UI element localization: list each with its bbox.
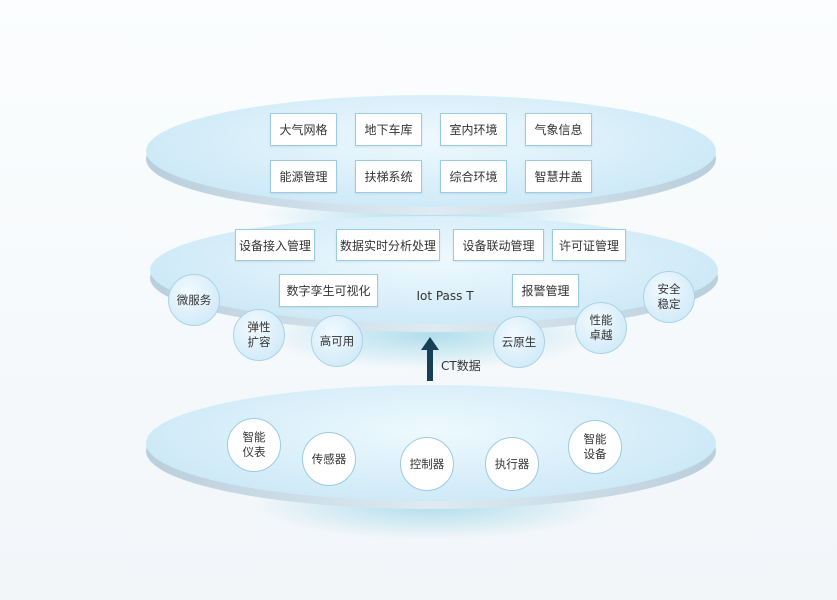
top-item: 综合环境 — [440, 160, 507, 193]
up-arrow-icon — [421, 337, 439, 381]
middle-item: 数字孪生可视化 — [279, 274, 378, 307]
feature-bubble: 弹性 扩容 — [233, 309, 285, 361]
top-item: 地下车库 — [355, 113, 422, 146]
middle-item: 设备联动管理 — [453, 229, 544, 261]
middle-item: 报警管理 — [512, 274, 579, 307]
top-item: 扶梯系统 — [355, 160, 422, 193]
arrow-label: CT数据 — [441, 359, 481, 373]
feature-bubble: 高可用 — [311, 315, 363, 367]
feature-bubble: 安全 稳定 — [643, 271, 695, 323]
device-bubble: 传感器 — [302, 432, 356, 486]
top-layer-disc — [146, 95, 716, 215]
top-item: 能源管理 — [270, 160, 337, 193]
top-item: 室内环境 — [440, 113, 507, 146]
feature-bubble: 云原生 — [493, 316, 545, 368]
top-item: 大气网格 — [270, 113, 337, 146]
device-bubble: 控制器 — [400, 437, 454, 491]
device-bubble: 智能 设备 — [568, 420, 622, 474]
middle-item: 数据实时分析处理 — [336, 229, 440, 261]
top-item: 智慧井盖 — [525, 160, 592, 193]
device-bubble: 执行器 — [485, 437, 539, 491]
top-item: 气象信息 — [525, 113, 592, 146]
device-bubble: 智能 仪表 — [227, 418, 281, 472]
middle-item: 许可证管理 — [552, 229, 626, 261]
middle-item: 设备接入管理 — [235, 229, 315, 261]
feature-bubble: 微服务 — [168, 274, 220, 326]
feature-bubble: 性能 卓越 — [575, 302, 627, 354]
platform-title: Iot Pass T — [416, 289, 474, 303]
